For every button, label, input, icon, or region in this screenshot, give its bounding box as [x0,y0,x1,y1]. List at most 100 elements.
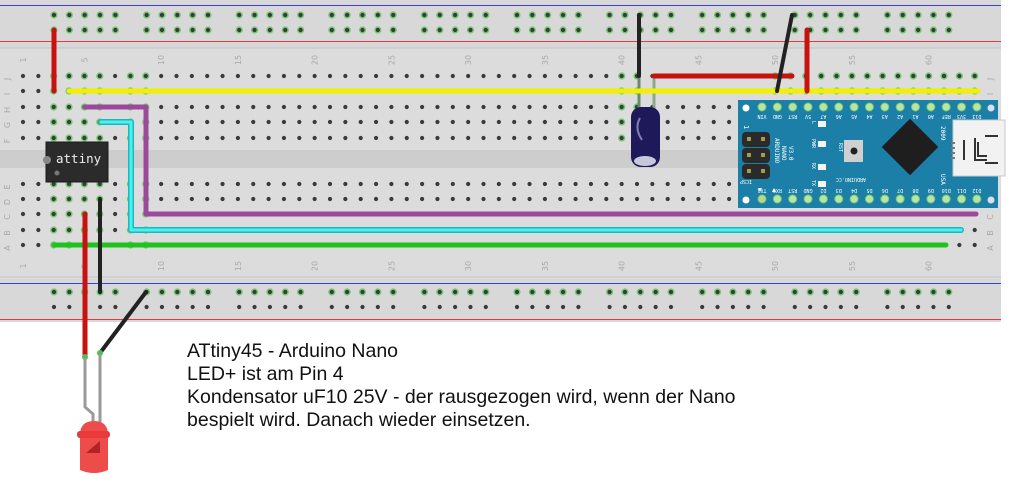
breadboard-hole[interactable] [159,135,164,141]
power-rail-hole[interactable] [237,27,242,33]
power-rail-hole[interactable] [730,304,736,310]
nano-pin-d5[interactable] [864,194,874,204]
breadboard-hole[interactable] [174,181,179,187]
breadboard-hole[interactable] [404,104,409,110]
power-rail-hole[interactable] [375,27,380,33]
breadboard-hole[interactable] [20,242,26,248]
power-rail-hole[interactable] [329,12,334,18]
power-rail-hole[interactable] [900,304,905,310]
breadboard-hole[interactable] [327,181,333,187]
breadboard-hole[interactable] [588,181,594,187]
power-rail-hole[interactable] [808,304,813,310]
power-rail-hole[interactable] [422,12,427,18]
breadboard-hole[interactable] [435,196,440,202]
power-rail-hole[interactable] [67,27,72,33]
power-rail-hole[interactable] [700,12,705,18]
nano-pin-a3[interactable] [880,102,890,112]
breadboard-hole[interactable] [404,181,409,187]
power-rail-hole[interactable] [175,12,180,18]
breadboard-hole[interactable] [327,196,333,202]
breadboard-hole[interactable] [512,196,517,202]
breadboard-hole[interactable] [711,135,716,141]
power-rail-hole[interactable] [437,12,442,18]
breadboard-hole[interactable] [235,196,240,202]
power-rail-hole[interactable] [607,27,612,33]
power-rail-hole[interactable] [391,12,396,18]
nano-pin-a2[interactable] [895,102,905,112]
power-rail-hole[interactable] [607,12,612,18]
breadboard-hole[interactable] [373,181,379,187]
power-rail-hole[interactable] [700,27,705,33]
breadboard-hole[interactable] [450,196,455,202]
breadboard-hole[interactable] [358,135,363,141]
breadboard-hole[interactable] [113,181,118,187]
power-rail-hole[interactable] [931,304,936,310]
breadboard-hole[interactable] [281,73,287,79]
breadboard-hole[interactable] [312,135,317,141]
power-rail-hole[interactable] [453,289,458,295]
red-led[interactable] [77,354,110,473]
power-rail-hole[interactable] [653,289,658,295]
breadboard-hole[interactable] [420,119,425,125]
breadboard-hole[interactable] [650,181,655,187]
breadboard-hole[interactable] [281,104,287,110]
breadboard-hole[interactable] [389,104,394,110]
power-rail-hole[interactable] [514,304,520,310]
breadboard-hole[interactable] [220,181,225,187]
breadboard-hole[interactable] [711,196,716,202]
breadboard-hole[interactable] [604,181,609,187]
breadboard-hole[interactable] [159,104,164,110]
power-rail-hole[interactable] [298,27,303,33]
breadboard-hole[interactable] [358,73,363,79]
power-rail-hole[interactable] [946,12,951,18]
power-rail-hole[interactable] [653,304,658,310]
power-rail-hole[interactable] [468,304,473,310]
power-rail-hole[interactable] [792,289,797,295]
breadboard-hole[interactable] [82,196,87,202]
breadboard-hole[interactable] [66,227,72,233]
power-rail-hole[interactable] [514,12,520,18]
breadboard-hole[interactable] [527,135,532,141]
power-rail-hole[interactable] [808,289,813,295]
breadboard-hole[interactable] [327,73,333,79]
nano-pin-rx0[interactable] [772,194,782,204]
breadboard-hole[interactable] [51,119,56,125]
power-rail-hole[interactable] [252,12,257,18]
breadboard-hole[interactable] [36,181,41,187]
breadboard-hole[interactable] [420,73,425,79]
power-rail-hole[interactable] [838,27,843,33]
power-rail-hole[interactable] [653,12,658,18]
power-rail-hole[interactable] [545,27,550,33]
breadboard-hole[interactable] [512,135,517,141]
breadboard-hole[interactable] [189,104,194,110]
power-rail-hole[interactable] [607,304,612,310]
breadboard-hole[interactable] [389,135,394,141]
breadboard-hole[interactable] [512,104,517,110]
breadboard-hole[interactable] [420,196,425,202]
power-rail-hole[interactable] [761,304,766,310]
breadboard-hole[interactable] [466,73,471,79]
breadboard-hole[interactable] [266,181,271,187]
power-rail-hole[interactable] [205,27,211,33]
power-rail-hole[interactable] [576,27,581,33]
breadboard-hole[interactable] [20,135,26,141]
breadboard-hole[interactable] [604,73,609,79]
power-rail-hole[interactable] [931,289,936,295]
power-rail-hole[interactable] [946,27,951,33]
breadboard-hole[interactable] [97,73,102,79]
breadboard-hole[interactable] [373,119,379,125]
breadboard-hole[interactable] [113,211,118,217]
power-rail-hole[interactable] [622,289,628,295]
usb-connector[interactable] [951,119,1006,177]
power-rail-hole[interactable] [638,289,643,295]
breadboard-hole[interactable] [542,104,548,110]
nano-pin-d3[interactable] [834,194,844,204]
power-rail-hole[interactable] [113,289,118,295]
power-rail-hole[interactable] [97,304,103,310]
power-rail-hole[interactable] [237,12,242,18]
power-rail-hole[interactable] [205,12,211,18]
power-rail-hole[interactable] [252,27,257,33]
power-rail-hole[interactable] [345,304,350,310]
power-rail-hole[interactable] [668,304,674,310]
breadboard-hole[interactable] [696,181,701,187]
